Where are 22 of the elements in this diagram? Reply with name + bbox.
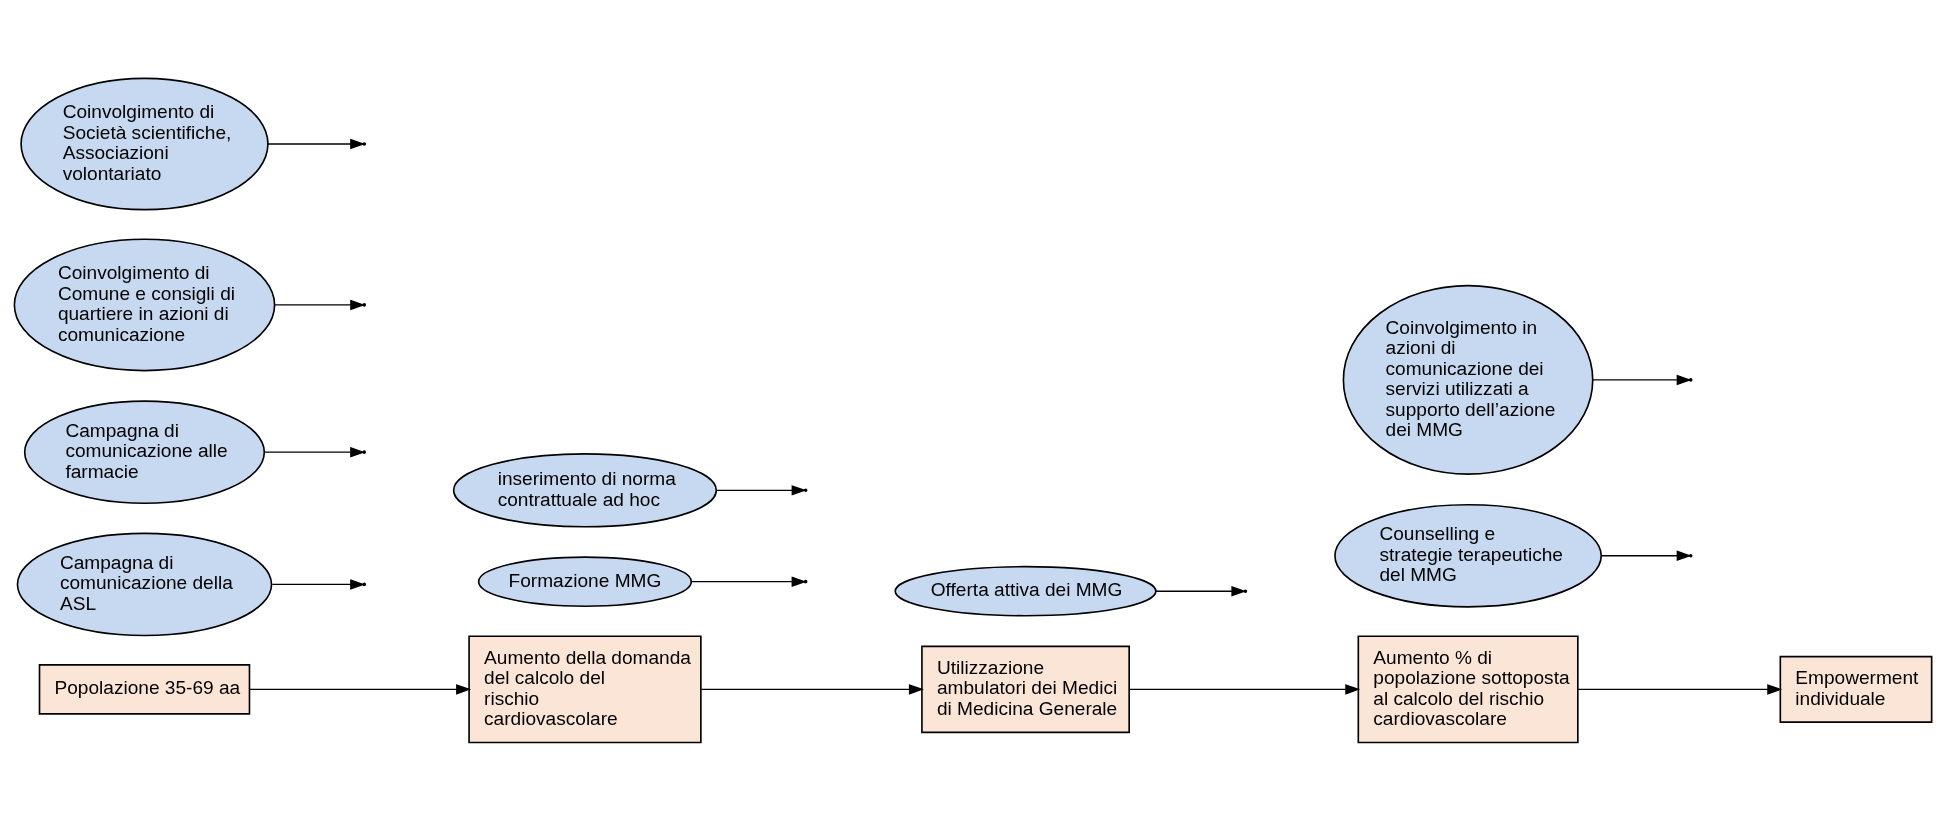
node-box: Popolazione 35-69 aa: [38, 664, 251, 715]
arrow: [274, 299, 366, 311]
arrow: [267, 138, 366, 150]
node-box: Utilizzazione ambulatori dei Medici di Medicina Generale: [921, 645, 1130, 734]
arrow: [700, 684, 924, 695]
node-ellipse: Coinvolgimento di Società scientifiche, Associazioni volontariato: [20, 77, 269, 211]
node-ellipse: Campagna di comunicazione alle farmacie: [23, 400, 266, 504]
node-ellipse: Offerta attiva dei MMG: [894, 565, 1157, 617]
arrow: [1155, 585, 1247, 597]
node-ellipse: Campagna di comunicazione della ASL: [16, 532, 273, 637]
node-ellipse: Coinvolgimento in azioni di comunicazione dei servizi utilizzati a supporto dell’azione dei MMG: [1342, 284, 1594, 475]
arrow: [248, 684, 472, 695]
node-ellipse: Counselling e strategie terapeutiche del MMG: [1334, 503, 1603, 608]
node-ellipse: Formazione MMG: [477, 556, 693, 608]
node-box: Aumento della domanda del calcolo del rischio cardiovascolare: [468, 635, 702, 744]
arrow: [1128, 684, 1361, 695]
arrow: [1577, 684, 1783, 695]
arrow: [263, 446, 366, 458]
node-ellipse: Coinvolgimento di Comune e consigli di quartiere in azioni di comunicazione: [13, 238, 276, 372]
node-box: Aumento % di popolazione sottoposta al calcolo del rischio cardiovascolare: [1357, 635, 1579, 744]
node-ellipse: inserimento di norma contrattuale ad hoc: [452, 453, 718, 528]
node-box: Empowerment individuale: [1779, 655, 1933, 723]
